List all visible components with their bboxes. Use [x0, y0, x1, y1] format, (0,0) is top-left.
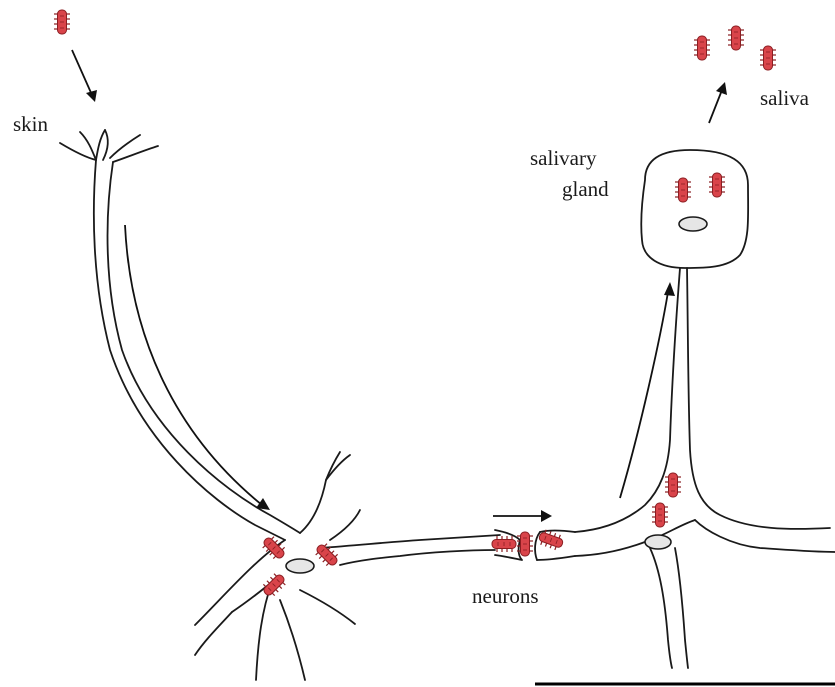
- virus-particles: [54, 10, 776, 599]
- arrow-along-axon: [125, 225, 270, 510]
- virus-icon: [665, 473, 681, 497]
- salivary-gland: [641, 150, 748, 268]
- label-neurons: neurons: [472, 584, 539, 608]
- nucleus-neuron-1: [286, 559, 314, 573]
- nucleus-gland: [679, 217, 707, 231]
- arrow-across-synapse: [493, 510, 552, 522]
- virus-icon: [54, 10, 70, 34]
- virus-icon: [694, 36, 710, 60]
- neuron-2: [575, 268, 835, 668]
- label-saliva: saliva: [760, 86, 810, 110]
- label-salivary: salivary: [530, 146, 597, 170]
- virus-icon: [760, 46, 776, 70]
- label-skin: skin: [13, 112, 49, 136]
- arrow-to-saliva: [709, 82, 727, 123]
- virus-icon: [728, 26, 744, 50]
- virus-icon: [675, 178, 691, 202]
- axon-sensory: [94, 160, 300, 540]
- nucleus-neuron-2: [645, 535, 671, 549]
- virus-icon: [260, 571, 288, 599]
- label-gland: gland: [562, 177, 609, 201]
- virus-icon: [313, 541, 341, 569]
- arrow-skin-entry: [72, 50, 97, 102]
- skin-nerve-ending: [60, 130, 158, 162]
- virus-icon: [709, 173, 725, 197]
- virus-icon: [260, 534, 288, 562]
- virus-icon: [652, 503, 668, 527]
